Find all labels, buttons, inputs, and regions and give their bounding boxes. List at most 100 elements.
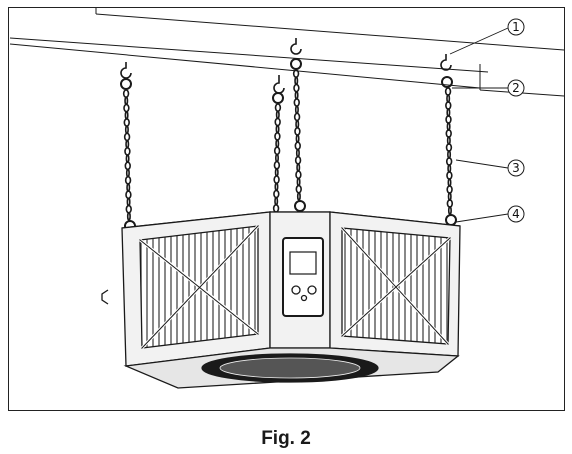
chain-link: [273, 189, 280, 199]
side-handle: [101, 289, 109, 305]
chain-link: [445, 101, 452, 110]
air-filtration-unit: [101, 211, 461, 389]
callout-1: 1: [507, 18, 525, 36]
s-hook-icon: [120, 78, 132, 90]
button-left: [291, 285, 301, 295]
chain-left-front: [120, 62, 136, 232]
chain-link: [124, 146, 131, 156]
svg-text:2: 2: [512, 81, 520, 95]
chain-link: [294, 141, 301, 151]
chain-link: [445, 115, 452, 124]
chain-link: [122, 89, 130, 99]
figure-caption: Fig. 2: [261, 428, 311, 449]
svg-text:3: 3: [512, 161, 520, 175]
button-right: [307, 285, 317, 295]
chain-link: [274, 117, 281, 127]
ceiling-hook-icon: [273, 75, 285, 94]
ceiling-hook-icon: [290, 38, 302, 55]
chain-link: [446, 136, 451, 145]
chain-link: [294, 105, 299, 115]
chain-link: [124, 175, 132, 185]
chain-center-front: [290, 38, 306, 212]
chain-link: [294, 90, 299, 100]
chain-link: [125, 204, 132, 214]
callout-leaders: [449, 27, 509, 223]
chain-link: [275, 110, 280, 120]
chain-link: [274, 196, 279, 206]
chain-link: [447, 164, 452, 173]
chain-link: [126, 211, 131, 221]
chain-link: [274, 153, 279, 163]
chain-link: [295, 134, 300, 144]
chain-link: [124, 125, 129, 135]
chain-link: [273, 175, 280, 184]
chain-link: [446, 122, 451, 131]
chain-link: [445, 129, 452, 138]
chain-link: [294, 76, 299, 86]
s-hook-icon: [290, 58, 302, 70]
chain-link: [447, 150, 452, 159]
chain-link: [124, 96, 129, 106]
callout-4: 4: [507, 205, 525, 223]
figure-frame: [8, 7, 565, 411]
chain-link: [124, 110, 129, 120]
chain-link: [446, 108, 451, 117]
chain-link: [272, 203, 280, 213]
chain-link: [294, 126, 301, 136]
chain-link: [125, 190, 132, 200]
chain-link: [296, 177, 301, 187]
chain-center-back: [272, 75, 285, 213]
chain-link: [293, 83, 300, 93]
chain-link: [293, 98, 300, 107]
chain-link: [445, 143, 453, 152]
chain-link: [446, 171, 453, 180]
s-hook-icon: [272, 92, 284, 104]
chain-link: [296, 191, 301, 201]
svg-text:1: 1: [512, 20, 520, 34]
chain-right-front: [440, 54, 457, 226]
chain-link: [124, 161, 131, 171]
callout-2: 2: [507, 79, 525, 97]
chain-link: [126, 183, 131, 192]
chain-link: [445, 157, 453, 166]
ceiling-joist: [9, 8, 565, 97]
chain-link: [275, 139, 280, 148]
chain-link: [295, 148, 300, 158]
ceiling-hook-icon: [440, 54, 452, 71]
chain-link: [273, 160, 281, 170]
chain-link: [446, 199, 454, 208]
chain-link: [125, 168, 130, 178]
chain-link: [446, 94, 451, 103]
chain-link: [447, 178, 452, 187]
chain-link: [123, 103, 130, 113]
chain-link: [294, 155, 302, 165]
chain-link: [123, 118, 130, 127]
svg-text:4: 4: [512, 207, 520, 221]
ceiling-hook-icon: [120, 62, 132, 79]
control-panel: [282, 237, 324, 317]
chain-link: [123, 132, 131, 142]
chain-link: [447, 206, 452, 215]
chain-link: [274, 103, 282, 112]
eye-bolt-icon: [445, 214, 457, 226]
button-small: [300, 294, 308, 302]
s-hook-icon: [441, 76, 453, 88]
display-screen: [289, 251, 317, 275]
chain-link: [444, 87, 452, 96]
callout-3: 3: [507, 159, 525, 177]
chain-link: [296, 163, 301, 172]
chain-link: [126, 197, 131, 207]
chain-link: [295, 170, 302, 180]
chain-link: [275, 124, 280, 134]
chain-link: [125, 154, 130, 164]
chain-link: [295, 184, 302, 194]
chain-link: [293, 112, 301, 122]
chain-link: [274, 131, 281, 141]
chain-link: [446, 185, 453, 194]
chain-link: [273, 146, 281, 156]
chain-link: [274, 182, 279, 192]
eye-bolt-icon: [294, 200, 306, 212]
chain-link: [295, 119, 300, 129]
chain-link: [274, 167, 279, 177]
